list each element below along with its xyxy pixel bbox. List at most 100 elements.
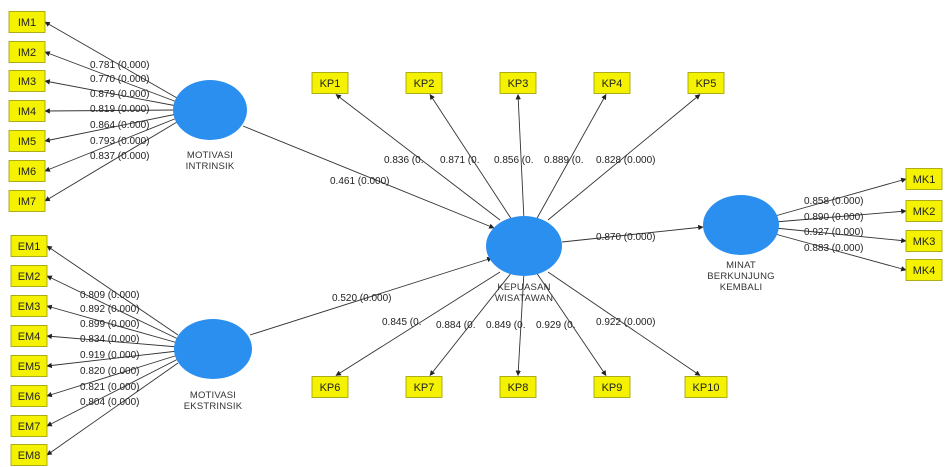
loading-label-mk2: 0.890 (0.000) <box>804 212 864 223</box>
indicator-label: EM7 <box>18 421 41 433</box>
indicator-kp2[interactable]: KP2 <box>405 72 443 94</box>
indicator-im2[interactable]: IM2 <box>8 41 46 63</box>
indicator-kp10[interactable]: KP10 <box>684 376 728 398</box>
indicator-label: IM1 <box>18 17 36 29</box>
construct-label-line: MOTIVASI <box>187 150 233 161</box>
construct-ellipse <box>486 216 562 276</box>
loading-label-mk1: 0.858 (0.000) <box>804 196 864 207</box>
construct-ellipse <box>173 80 247 140</box>
indicator-mk1[interactable]: MK1 <box>905 168 943 190</box>
indicator-im7[interactable]: IM7 <box>8 190 46 212</box>
indicator-box <box>10 265 48 287</box>
loading-edge-im2 <box>44 51 178 103</box>
indicator-im5[interactable]: IM5 <box>8 130 46 152</box>
loading-label-im1: 0.781 (0.000) <box>90 60 150 71</box>
construct-label-line: MINAT <box>726 260 756 271</box>
indicator-kp3[interactable]: KP3 <box>499 72 537 94</box>
loading-edge-kp6 <box>335 271 501 376</box>
loading-label-em8: 0.804 (0.000) <box>80 397 140 408</box>
indicator-box <box>10 444 48 466</box>
path-label-kp-mk: 0.870 (0.000) <box>596 232 656 243</box>
indicator-em3[interactable]: EM3 <box>10 295 48 317</box>
loading-edge-kp9 <box>535 271 607 376</box>
indicator-em5[interactable]: EM5 <box>10 355 48 377</box>
loading-label-im5: 0.864 (0.000) <box>90 120 150 131</box>
loading-edge-mk4 <box>774 233 907 272</box>
loading-label-em2: 0.892 (0.000) <box>80 304 140 315</box>
indicator-kp9[interactable]: KP9 <box>593 376 631 398</box>
loading-edge-kp3 <box>515 93 525 221</box>
indicator-kp7[interactable]: KP7 <box>405 376 443 398</box>
loading-label-em5: 0.919 (0.000) <box>80 350 140 361</box>
indicator-box <box>405 72 443 94</box>
indicator-label: KP2 <box>414 78 435 90</box>
indicator-label: KP9 <box>602 382 623 394</box>
indicator-label: KP3 <box>508 78 529 90</box>
indicator-box <box>687 72 725 94</box>
indicator-em4[interactable]: EM4 <box>10 325 48 347</box>
construct-label-line: KEMBALI <box>720 282 763 293</box>
indicator-em7[interactable]: EM7 <box>10 415 48 437</box>
indicator-box <box>593 72 631 94</box>
construct-ellipse <box>174 319 252 379</box>
loading-label-kp3: 0.856 (0. <box>494 155 533 166</box>
loading-edge-em2 <box>46 275 179 340</box>
indicator-label: EM3 <box>18 301 41 313</box>
indicator-mk3[interactable]: MK3 <box>905 230 943 252</box>
loading-label-em1: 0.809 (0.000) <box>80 290 140 301</box>
indicator-box <box>8 70 46 92</box>
indicator-im6[interactable]: IM6 <box>8 160 46 182</box>
construct-label-line: WISATAWAN <box>495 293 553 304</box>
loading-edge-mk3 <box>774 227 907 244</box>
loading-label-kp4: 0.889 (0. <box>544 155 583 166</box>
loading-edge-em8 <box>46 362 179 456</box>
loading-label-kp1: 0.836 (0. <box>384 155 423 166</box>
indicator-box <box>10 415 48 437</box>
indicator-em6[interactable]: EM6 <box>10 385 48 407</box>
indicator-im4[interactable]: IM4 <box>8 100 46 122</box>
indicator-kp1[interactable]: KP1 <box>311 72 349 94</box>
loading-edge-im3 <box>44 79 178 107</box>
indicator-kp6[interactable]: KP6 <box>311 376 349 398</box>
indicator-box <box>8 160 46 182</box>
indicator-label: KP4 <box>602 78 623 90</box>
indicator-label: IM7 <box>18 196 36 208</box>
indicator-em8[interactable]: EM8 <box>10 444 48 466</box>
loading-edge-im4 <box>44 108 178 114</box>
indicator-kp4[interactable]: KP4 <box>593 72 631 94</box>
construct-label-line: EKSTRINSIK <box>184 401 243 412</box>
indicator-em2[interactable]: EM2 <box>10 265 48 287</box>
indicator-kp5[interactable]: KP5 <box>687 72 725 94</box>
indicator-kp8[interactable]: KP8 <box>499 376 537 398</box>
loading-edge-kp5 <box>547 94 701 221</box>
path-label-im-kp: 0.461 (0.000) <box>330 176 390 187</box>
indicator-im1[interactable]: IM1 <box>8 11 46 33</box>
loading-label-im6: 0.793 (0.000) <box>90 136 150 147</box>
indicator-box <box>10 355 48 377</box>
indicator-em1[interactable]: EM1 <box>10 235 48 257</box>
loading-label-em6: 0.820 (0.000) <box>80 366 140 377</box>
indicator-mk2[interactable]: MK2 <box>905 200 943 222</box>
indicator-box <box>8 190 46 212</box>
indicator-label: EM6 <box>18 391 41 403</box>
indicator-label: KP10 <box>693 382 720 394</box>
loading-edge-mk2 <box>774 208 907 223</box>
indicator-mk4[interactable]: MK4 <box>905 259 943 281</box>
indicator-label: IM6 <box>18 166 36 178</box>
loading-label-kp9: 0.929 (0. <box>536 320 575 331</box>
indicator-box <box>10 385 48 407</box>
loading-edge-im6 <box>44 117 178 172</box>
loading-label-em4: 0.834 (0.000) <box>80 334 140 345</box>
loading-edge-im1 <box>44 21 178 99</box>
indicator-label: KP5 <box>696 78 717 90</box>
indicator-label: IM4 <box>18 106 36 118</box>
indicator-im3[interactable]: IM3 <box>8 70 46 92</box>
loading-edge-kp1 <box>335 94 501 221</box>
construct-label-line: MOTIVASI <box>190 390 236 401</box>
indicator-box <box>311 72 349 94</box>
